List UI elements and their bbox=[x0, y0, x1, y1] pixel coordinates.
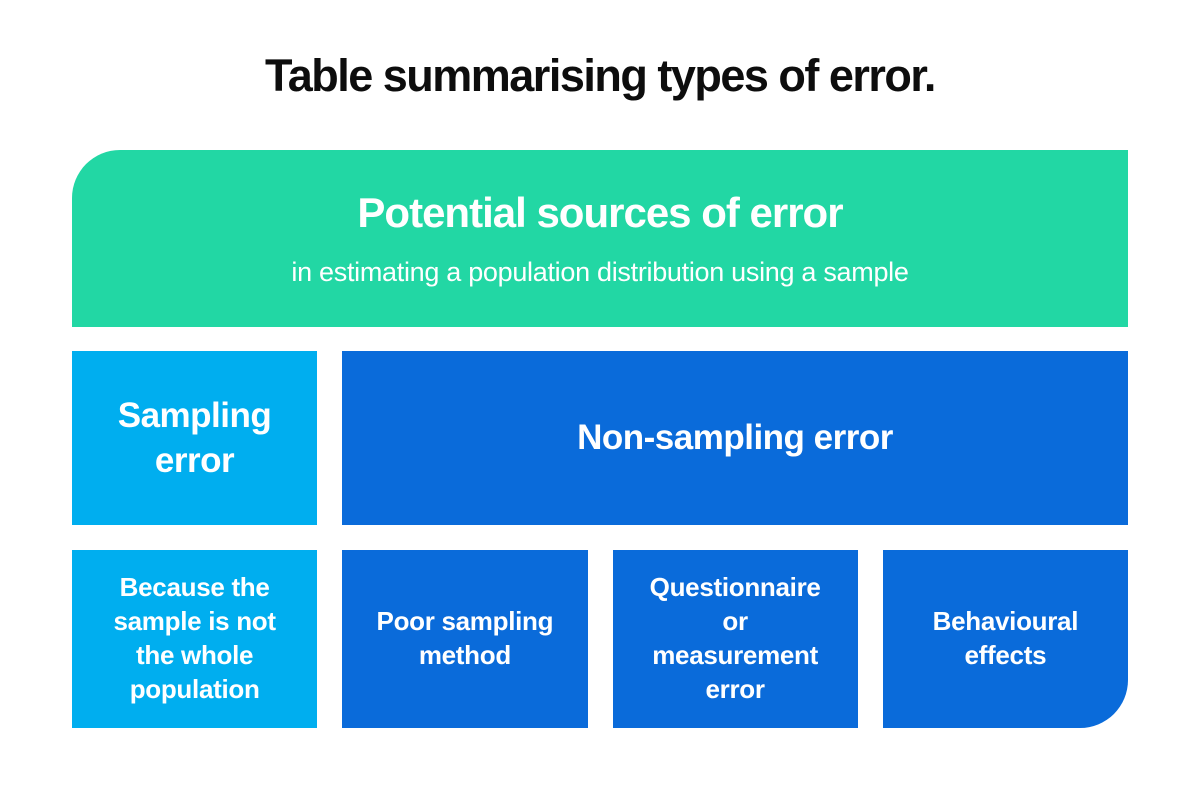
header-subtitle: in estimating a population distribution … bbox=[291, 257, 909, 287]
header-title: Potential sources of error bbox=[357, 189, 843, 236]
non-sampling-error-label: Non-sampling error bbox=[577, 418, 893, 458]
header-box: Potential sources of error in estimating… bbox=[72, 150, 1128, 327]
non-sampling-error-cell: Non-sampling error bbox=[342, 351, 1128, 525]
error-types-diagram: Potential sources of error in estimating… bbox=[72, 150, 1128, 728]
page-title: Table summarising types of error. bbox=[265, 50, 936, 101]
